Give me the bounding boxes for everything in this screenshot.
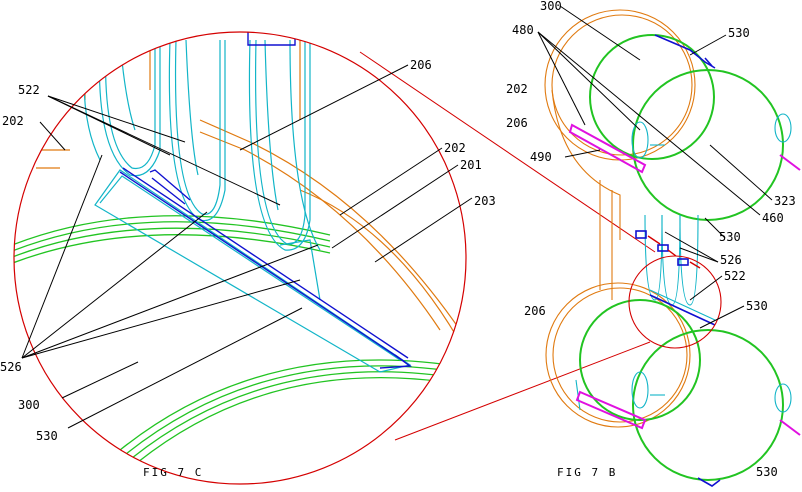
- leader-lines: [21, 5, 773, 429]
- fig7c-detail: [14, 32, 466, 463]
- label-202-c-right: 202: [444, 141, 466, 155]
- caption-fig-7c: FIG 7 C: [143, 466, 203, 479]
- projection-line-top: [359, 51, 656, 253]
- fig7b-green-cylinders: [579, 34, 784, 481]
- label-202-c-left: 202: [2, 114, 24, 128]
- label-526-b: 526: [720, 253, 742, 267]
- fig7b-overview: [544, 9, 801, 487]
- label-300-c: 300: [18, 398, 40, 412]
- label-206-b-top: 206: [506, 116, 528, 130]
- fig7b-magenta-tabs: [568, 123, 801, 436]
- label-490-b: 490: [530, 150, 552, 164]
- label-530-b-top: 530: [728, 26, 750, 40]
- label-530-b-mid: 530: [719, 230, 741, 244]
- label-530-b-lower: 530: [746, 299, 768, 313]
- label-206-c: 206: [410, 58, 432, 72]
- fig7b-blue-parts: [635, 34, 721, 487]
- fig7c-outline-circle: [13, 31, 467, 485]
- label-522-b: 522: [724, 269, 746, 283]
- label-206-b-bottom: 206: [524, 304, 546, 318]
- projection-line-bottom: [394, 341, 651, 441]
- label-530-c: 530: [36, 429, 58, 443]
- label-526-c: 526: [0, 360, 22, 374]
- fig7b-red-marks: [647, 235, 701, 269]
- fig7c-blue-rail: [119, 32, 412, 369]
- label-202-b: 202: [506, 82, 528, 96]
- fig7b-orange-housings: [544, 9, 696, 428]
- label-480-b: 480: [512, 23, 534, 37]
- fig7c-green-rings: [14, 215, 466, 463]
- fig7c-cyan-fins: [83, 39, 412, 373]
- label-323-b: 323: [774, 194, 796, 208]
- label-522-c: 522: [18, 83, 40, 97]
- reference-labels: 206 522 202 202 201 203 526 300 530 300 …: [0, 0, 796, 479]
- label-201-c: 201: [460, 158, 482, 172]
- label-460-b: 460: [762, 211, 784, 225]
- label-530-b-bottom: 530: [756, 465, 778, 479]
- caption-fig-7b: FIG 7 B: [557, 466, 617, 479]
- label-203-c: 203: [474, 194, 496, 208]
- label-300-b: 300: [540, 0, 562, 13]
